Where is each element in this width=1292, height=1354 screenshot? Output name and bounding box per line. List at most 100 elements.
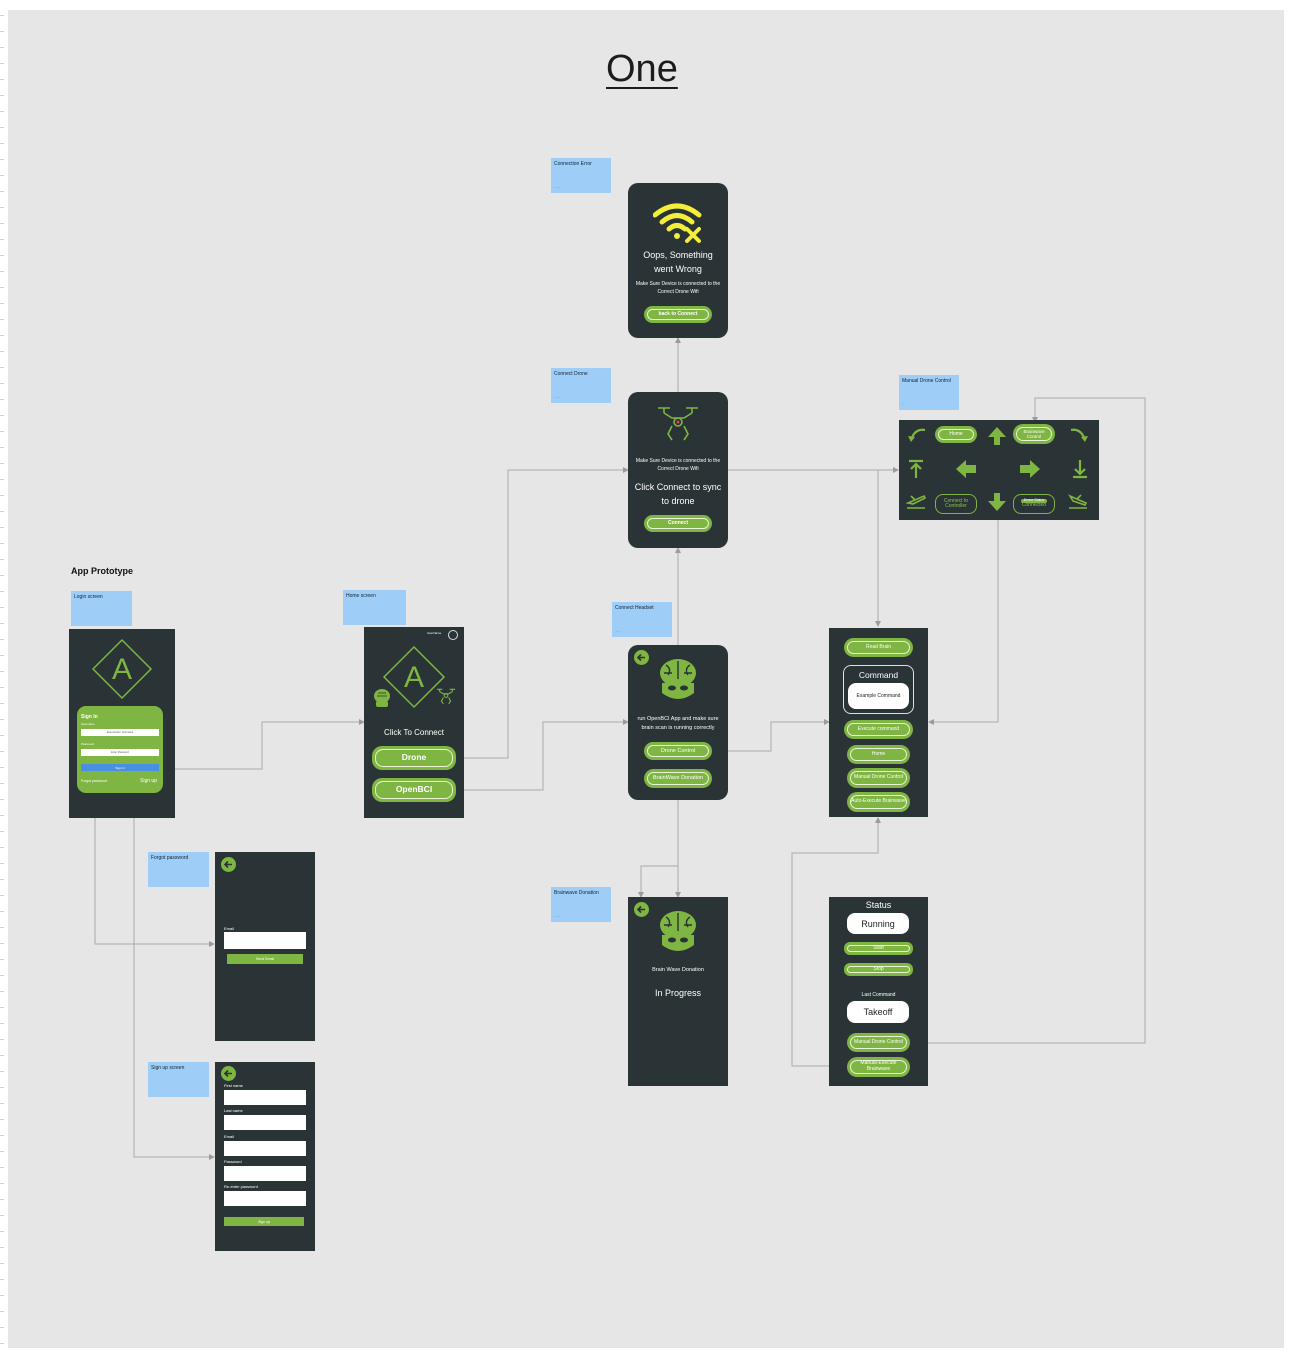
home-username: UserName (427, 631, 442, 635)
send-email-button[interactable]: Send Email (227, 954, 303, 964)
password-input[interactable]: Enter Password (81, 749, 159, 756)
command-box: Command Example Command (843, 665, 914, 714)
svg-text:A: A (112, 653, 132, 686)
drone-status-value: Connected (1021, 502, 1047, 509)
takeoff-icon[interactable] (905, 492, 927, 510)
donation-label: Brain Wave Donation (652, 967, 704, 973)
execute-command-button[interactable]: Execute command (844, 720, 913, 739)
reenter-password-input[interactable] (224, 1191, 306, 1206)
brainwave-donation-button[interactable]: BrainWave Donation (644, 769, 712, 788)
back-arrow-icon[interactable] (221, 857, 236, 872)
back-arrow-icon[interactable] (221, 1066, 236, 1081)
rotate-right-icon[interactable] (1067, 426, 1089, 444)
forgot-email-label: Email (224, 926, 235, 931)
note-connection-error: Connection Error── ── (551, 158, 611, 193)
sign-up-button[interactable]: Sign up (224, 1217, 304, 1226)
username-input[interactable]: Enter Email / Username (81, 729, 159, 736)
drone-control-button[interactable]: Drone Control (644, 742, 712, 760)
start-button[interactable]: Start (844, 942, 913, 955)
first-name-input[interactable] (224, 1090, 306, 1105)
wire-home-openbci (456, 719, 629, 791)
note-connect-headset: Connect Headset── ── (612, 602, 672, 637)
wifi-off-icon (653, 203, 702, 243)
app-logo-icon: A (382, 645, 446, 709)
forgot-email-input[interactable] (224, 932, 306, 949)
descend-icon[interactable] (1071, 459, 1089, 479)
rotate-left-icon[interactable] (907, 426, 929, 444)
screen-brainwave-donation: Brain Wave Donation In Progress (628, 897, 728, 1086)
first-name-label: First name (224, 1083, 243, 1088)
status-manual-drone-control-button[interactable]: Manual Drone Control (847, 1033, 910, 1052)
wire-login-home (160, 719, 365, 770)
password-label: Password (224, 1159, 242, 1164)
headset-message: run OpenBCI App and make sure brain scan… (637, 716, 719, 731)
sign-in-title: Sign In (81, 714, 98, 720)
wire-control-command (928, 515, 1001, 725)
error-message: Make Sure Device is connected to the Cor… (635, 281, 721, 295)
brain-headset-icon (660, 911, 696, 951)
back-arrow-icon[interactable] (634, 902, 649, 917)
screen-login: A Sign In Username Enter Email / Usernam… (69, 629, 175, 818)
password-input[interactable] (224, 1166, 306, 1181)
sign-in-card: Sign In Username Enter Email / Username … (77, 706, 163, 793)
connect-drone-message: Make Sure Device is connected to the Cor… (635, 458, 721, 472)
drone-button[interactable]: Drone (372, 746, 456, 770)
arrow-right-icon[interactable] (1019, 459, 1041, 479)
email-input[interactable] (224, 1141, 306, 1156)
app-logo-icon: A (91, 638, 153, 700)
forgot-password-link[interactable]: Forgot password (81, 779, 108, 783)
wire-status-control (910, 397, 1146, 1044)
page-title: One (606, 48, 678, 90)
donation-status: In Progress (654, 988, 702, 998)
reenter-password-label: Re-enter password (224, 1184, 258, 1189)
avatar[interactable] (448, 630, 458, 640)
username-label: Username (81, 722, 95, 726)
wire-status-command (791, 817, 881, 1069)
drone-icon (436, 688, 456, 705)
note-connect-drone: Connect Drone── ── (551, 368, 611, 403)
back-to-connect-button[interactable]: back to Connect (644, 306, 712, 323)
ascend-icon[interactable] (907, 459, 925, 479)
read-brain-button[interactable]: Read Brain (844, 638, 913, 657)
connect-controller-button[interactable]: Connect to Controller (935, 494, 977, 514)
password-label: Password (81, 742, 95, 746)
sign-up-link[interactable]: Sign up (140, 778, 157, 784)
screen-connect-drone: Make Sure Device is connected to the Cor… (628, 392, 728, 548)
note-forgot-password: Forgot password (148, 852, 209, 887)
command-home-button[interactable]: Home (847, 745, 910, 764)
screen-command-panel: Read Brain Command Example Command Execu… (829, 628, 928, 817)
wire-headset-command (712, 719, 830, 752)
back-arrow-icon[interactable] (634, 650, 649, 665)
arrow-down-icon[interactable] (987, 492, 1007, 512)
connect-button[interactable]: Connect (644, 515, 712, 532)
openbci-button[interactable]: OpenBCI (372, 778, 456, 802)
control-home-button[interactable]: Home (935, 426, 977, 443)
land-icon[interactable] (1067, 492, 1089, 510)
arrow-left-icon[interactable] (955, 459, 977, 479)
stop-button[interactable]: Stop (844, 963, 913, 976)
wire-login-forgot (94, 790, 215, 947)
manual-drone-control-button[interactable]: Manual Drone Control (847, 768, 910, 788)
brainwave-control-button[interactable]: Brainwave Control (1013, 424, 1055, 444)
example-command-field[interactable]: Example Command (848, 683, 909, 709)
screen-forgot-password: Email Send Email (215, 852, 315, 1041)
note-home-screen: Home screen (343, 590, 406, 625)
screen-status-panel: Status Running Start Stop Last Command T… (829, 897, 928, 1086)
wire-login-signup (133, 790, 215, 1160)
arrow-up-icon[interactable] (987, 426, 1007, 446)
drone-icon (658, 407, 698, 441)
drone-status-badge: Drone Status Connected (1013, 494, 1055, 514)
auto-execute-brainwave-button[interactable]: Auto-Execute Brainwave (847, 792, 910, 812)
last-command-value: Takeoff (847, 1001, 909, 1023)
command-title: Command (858, 670, 899, 680)
note-brainwave-donation: Brainwave Donation── ── (551, 887, 611, 922)
last-name-input[interactable] (224, 1115, 306, 1130)
last-command-label: Last Command (861, 992, 896, 998)
note-login-screen: Login screen (71, 591, 132, 626)
manual-execute-brainwave-button[interactable]: Manual-Execute Brainwave (847, 1057, 910, 1077)
connect-drone-heading: Click Connect to sync to drone (634, 482, 722, 506)
status-value: Running (847, 913, 909, 934)
screen-home: UserName A Click To Connect Drone OpenBC… (364, 627, 464, 818)
sign-in-button[interactable]: Sign in (81, 764, 159, 771)
